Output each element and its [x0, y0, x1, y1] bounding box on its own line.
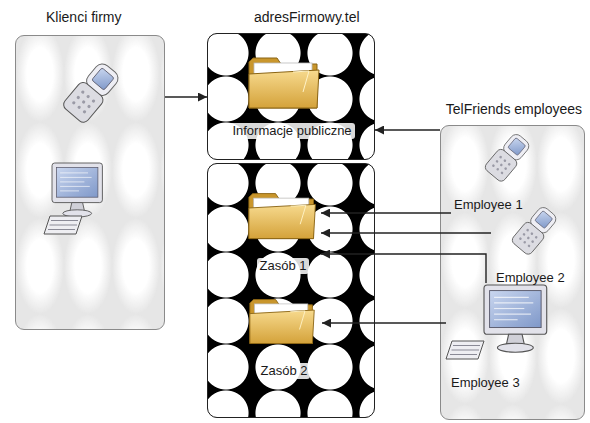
computer-icon [52, 163, 102, 217]
folder-icon [250, 300, 314, 344]
arrow-connector [322, 322, 446, 323]
panel-heading: adresFirmowy.tel [254, 9, 360, 25]
folder-icon [249, 194, 316, 239]
arrow-connector [321, 232, 491, 233]
item-label: Employee 3 [451, 375, 520, 391]
phone-icon [61, 59, 123, 124]
keyboard-icon [446, 341, 484, 359]
folder-icon [249, 58, 319, 108]
arrow-connector [321, 254, 486, 283]
phone-icon [483, 131, 532, 183]
phone-icon [510, 204, 559, 256]
arrow-connector [375, 129, 440, 130]
panel-heading: TelFriends employees [446, 101, 582, 117]
item-label: Employee 1 [454, 197, 523, 213]
item-label: Employee 2 [496, 270, 565, 286]
keyboard-icon [44, 216, 82, 234]
item-label: Informacje publiczne [229, 123, 354, 139]
computer-icon [484, 285, 547, 352]
item-label: Zasób 1 [257, 258, 310, 274]
item-label: Zasób 2 [258, 363, 311, 379]
arrow-connector [321, 212, 451, 213]
panel-heading: Klienci firmy [46, 9, 121, 25]
arrow-connector [165, 96, 207, 97]
